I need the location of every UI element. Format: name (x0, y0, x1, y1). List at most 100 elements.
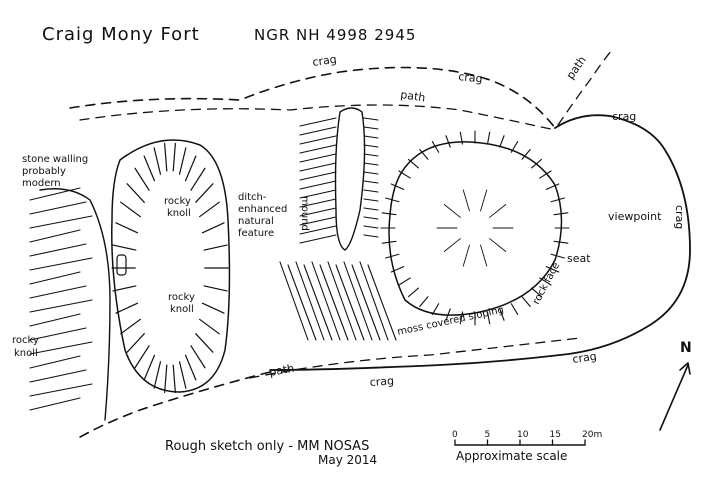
hachure-stroke (164, 142, 168, 172)
interior-stroke (443, 238, 461, 252)
hachure-stroke (299, 189, 337, 199)
ditch-line-1: ditch- (238, 192, 267, 203)
hachure-stroke (120, 318, 142, 335)
hachure-stroke (134, 167, 150, 191)
scale-tick-label: 15 (550, 430, 561, 440)
hachure-stroke (299, 135, 337, 145)
hachure-stroke (419, 296, 429, 308)
stone-walling-line-1: stone walling (22, 154, 88, 165)
hachure-stroke (29, 299, 93, 313)
hachure-stroke (381, 212, 397, 216)
hachure-stroke (311, 261, 341, 341)
hachure-stroke (29, 271, 81, 285)
hachure-stroke (153, 147, 162, 175)
hachure-stroke (299, 171, 337, 181)
rocky-label: rocky (168, 292, 195, 303)
hachure-stroke (126, 333, 145, 353)
hachure-stroke (164, 364, 168, 394)
hachure-stroke (486, 311, 491, 325)
plan-title: Craig Mony Fort (42, 24, 200, 45)
scale-tick-label: 0 (452, 430, 458, 440)
credit-line-2: May 2014 (318, 453, 377, 467)
hachure-stroke (363, 153, 379, 157)
interior-stroke (489, 238, 507, 252)
hachure-stroke (407, 287, 419, 298)
path-label: path (268, 362, 295, 379)
hachure-stroke (510, 303, 519, 315)
interior-stroke (480, 244, 488, 267)
hachure-stroke (29, 243, 87, 257)
hachure-stroke (29, 215, 93, 229)
ditch-line-2: enhanced (238, 204, 287, 215)
hachure-stroke (29, 397, 81, 411)
hachure-stroke (29, 257, 93, 271)
hachure-stroke (172, 364, 176, 394)
knoll-label: knoll (170, 304, 194, 315)
rocky-knoll-labels: rocky knoll rocky knoll rocky knoll (12, 196, 195, 359)
hachure-stroke (29, 369, 87, 383)
path-label: path (400, 88, 427, 104)
hachure-stroke (398, 170, 411, 179)
hachure-stroke (363, 225, 379, 229)
north-label: N (680, 340, 692, 356)
hachure-stroke (29, 313, 81, 327)
hachure-stroke (363, 126, 379, 130)
crag-label: crag (572, 350, 598, 366)
ditch-label: ditch- enhanced natural feature (238, 192, 287, 239)
crag-label: crag (612, 110, 636, 123)
knoll-label: knoll (14, 348, 38, 359)
hachure-stroke (184, 155, 197, 182)
hachure-stroke (545, 183, 560, 190)
hachure-stroke (351, 264, 381, 341)
hachure-stroke (134, 345, 150, 369)
hachure-stroke (385, 197, 400, 203)
ditch-line-4: feature (238, 228, 274, 239)
hachure-stroke (190, 345, 206, 369)
hachure-stroke (531, 158, 543, 169)
hachure-stroke (510, 141, 519, 153)
hachure-stroke (299, 216, 337, 226)
stone-walling-line-3: modern (22, 178, 61, 189)
crag-label: crag (673, 205, 686, 229)
hachure-stroke (29, 355, 81, 369)
knoll-label: knoll (167, 208, 191, 219)
hachure-stroke (363, 135, 379, 139)
hachure-stroke (419, 148, 429, 160)
hachure-stroke (459, 311, 464, 325)
hachure-stroke (178, 147, 187, 175)
hachure-stroke (299, 153, 337, 163)
hachure-stroke (115, 222, 139, 234)
hachure-stroke (29, 341, 93, 355)
hachure-stroke (299, 126, 337, 136)
stone-walling-label: stone walling probably modern (22, 154, 88, 189)
ditch-feature (279, 107, 397, 341)
hachure-stroke (198, 201, 220, 218)
hachure-stroke (431, 141, 440, 153)
interior-stroke (489, 204, 507, 218)
hachure-stroke (299, 117, 337, 127)
grid-reference: NGR NH 4998 2945 (254, 26, 416, 44)
hachure-stroke (299, 144, 337, 154)
hachure-stroke (363, 171, 379, 175)
hachure-stroke (539, 170, 552, 179)
hachure-stroke (29, 285, 87, 299)
path-label: path (564, 54, 589, 82)
hachure-stroke (407, 158, 419, 169)
crag-label: crag (312, 53, 338, 69)
north-arrow-head (679, 362, 691, 375)
hachure-stroke (115, 302, 139, 314)
interior-stroke (480, 189, 488, 212)
hachure-stroke (521, 296, 531, 308)
hachure-stroke (363, 189, 379, 193)
north-arrow-shaft (659, 364, 689, 431)
scale-tick-label: 20m (582, 430, 602, 440)
hachure-stroke (319, 264, 349, 341)
hachure-stroke (367, 264, 397, 341)
interior-stroke (462, 189, 470, 212)
hachure-stroke (29, 229, 81, 243)
crag-labels: crag crag crag crag crag crag (312, 53, 686, 389)
hachure-stroke (279, 261, 309, 341)
hachure-stroke (203, 244, 228, 251)
